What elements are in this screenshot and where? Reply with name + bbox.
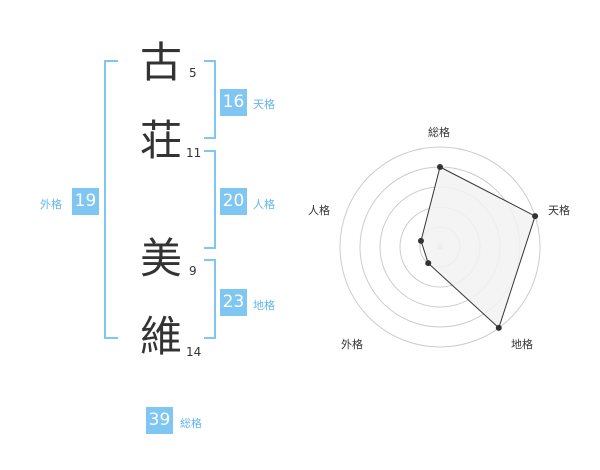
gaikaku-label: 外格 — [40, 198, 62, 211]
radar-point-4 — [425, 260, 432, 267]
stroke-count-4: 14 — [186, 345, 202, 359]
tenkaku-label: 天格 — [253, 98, 275, 111]
radar-point-3 — [495, 324, 502, 331]
name-char-1: 古 — [140, 38, 183, 87]
gaikaku-value: 19 — [72, 188, 99, 215]
jinkaku-value: 20 — [220, 188, 247, 215]
radar-axis-label-soukaku: 総格 — [428, 126, 450, 139]
name-char-4: 維 — [140, 312, 183, 361]
stroke-count-3: 9 — [189, 264, 197, 278]
name-char-3: 美 — [140, 234, 183, 283]
radar-ring — [339, 146, 541, 348]
radar-point-5 — [417, 237, 424, 244]
soukaku-label: 総格 — [180, 417, 202, 430]
jinkaku-label: 人格 — [253, 198, 275, 211]
jinkaku-bracket — [204, 150, 216, 249]
radar-axis-label-jinkaku: 人格 — [308, 204, 330, 217]
chikaku-value: 23 — [220, 289, 247, 316]
soukaku-value: 39 — [146, 407, 173, 434]
gaikaku-bracket — [104, 60, 118, 339]
tenkaku-bracket — [204, 60, 216, 139]
tenkaku-value: 16 — [220, 89, 247, 116]
radar-axis-label-tenkaku: 天格 — [548, 204, 570, 217]
chikaku-bracket — [204, 259, 216, 339]
radar-area — [420, 166, 536, 329]
radar-axis-label-gaikaku: 外格 — [341, 338, 363, 351]
stroke-count-1: 5 — [189, 66, 197, 80]
radar-point-2 — [532, 213, 539, 220]
radar-chart — [339, 146, 541, 348]
radar-point-1 — [437, 164, 443, 170]
radar-axis-label-chikaku: 地格 — [511, 338, 533, 351]
radar-points — [417, 164, 539, 331]
chikaku-label: 地格 — [253, 299, 275, 312]
name-char-2: 荘 — [140, 116, 183, 165]
stroke-count-2: 11 — [186, 146, 202, 160]
